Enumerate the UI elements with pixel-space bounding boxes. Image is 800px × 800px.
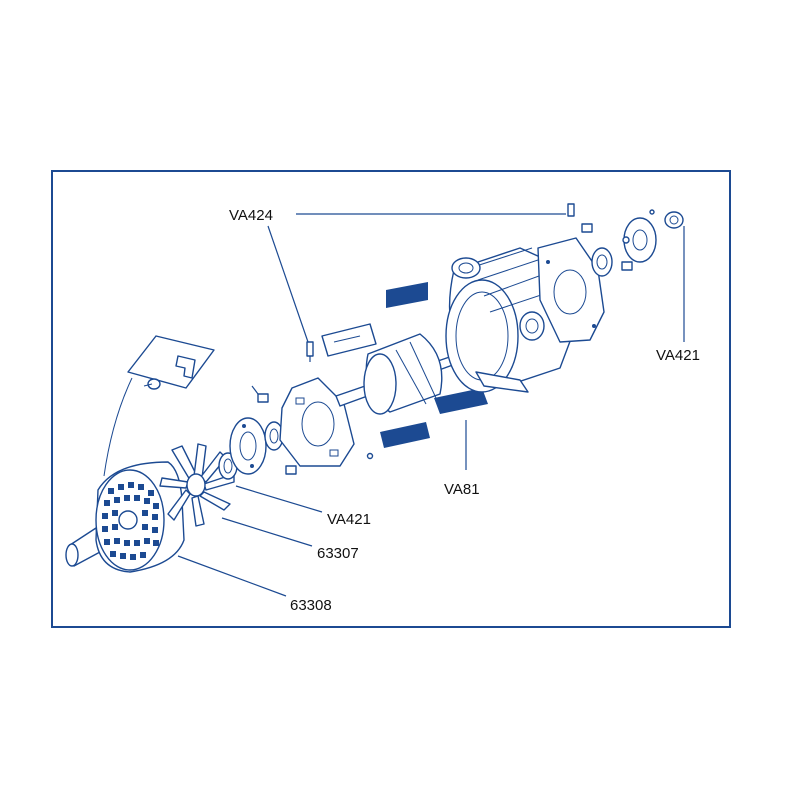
leader-lines [177, 213, 685, 597]
label-63308: 63308 [290, 597, 332, 614]
diagram-frame [51, 170, 731, 628]
label-va421-rear: VA421 [656, 347, 700, 364]
label-va81: VA81 [444, 481, 480, 498]
front-bearing-cap [229, 417, 267, 475]
label-va421-front: VA421 [327, 511, 371, 528]
front-endshield [279, 377, 355, 467]
label-63307: 63307 [317, 545, 359, 562]
fan-cover-63308 [65, 461, 185, 573]
rotor-shaft [335, 333, 473, 415]
front-screws [251, 385, 374, 475]
rear-bearing [591, 247, 613, 277]
rear-screws [567, 203, 655, 271]
fixing-clip-detail [103, 335, 215, 477]
front-bearing [264, 421, 284, 451]
fan-cover-grille [102, 482, 159, 560]
rear-seal-va421 [664, 211, 684, 229]
label-va424: VA424 [229, 207, 273, 224]
small-screw-va424 [306, 341, 314, 362]
brush-plates-va81 [321, 282, 488, 448]
rear-endshield [537, 237, 605, 343]
